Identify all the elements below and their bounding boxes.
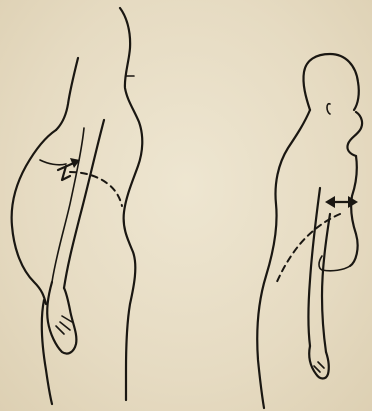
right-figure-arm-outer xyxy=(309,188,321,346)
right-figure-fingers xyxy=(314,362,324,372)
right-figure-back-line xyxy=(257,110,310,408)
left-figure xyxy=(12,8,143,404)
left-figure-arm-inner xyxy=(52,128,84,282)
right-figure xyxy=(257,54,362,408)
right-figure-head xyxy=(303,54,358,110)
right-figure-ear xyxy=(327,104,330,114)
left-figure-dashed-contour xyxy=(70,172,122,206)
left-figure-hand xyxy=(47,282,76,354)
left-figure-breast-fold xyxy=(40,160,66,165)
right-figure-face xyxy=(347,112,362,156)
left-figure-chest-line xyxy=(56,58,78,130)
left-figure-fingers xyxy=(56,316,72,334)
right-figure-arrow-head-left xyxy=(325,196,335,208)
right-figure-dashed-contour xyxy=(276,214,340,284)
left-figure-back-line xyxy=(120,8,142,400)
right-figure-chest-line xyxy=(350,156,358,266)
right-figure-arrow-head-right xyxy=(348,196,358,208)
left-figure-belly xyxy=(12,130,56,304)
right-figure-arm-inner xyxy=(322,214,330,352)
